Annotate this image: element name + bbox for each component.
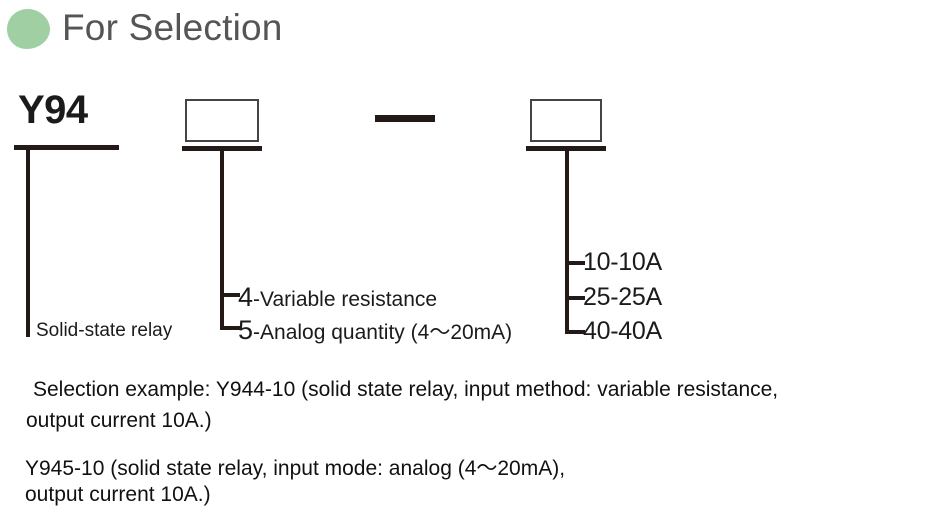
selection-example-2-line-2: output current 10A.)	[25, 483, 211, 506]
input-option-1-separator: -	[253, 288, 261, 311]
input-option-1-desc: Variable resistance	[260, 288, 438, 311]
code-separator-dash	[375, 115, 435, 122]
output-option-1: 10-10A	[583, 248, 662, 276]
page-title: For Selection	[62, 7, 283, 48]
output-current-underbar	[526, 146, 606, 151]
series-code-underbar	[14, 145, 119, 150]
input-option-tick-2	[220, 326, 240, 330]
series-code-label: Y94	[18, 88, 88, 132]
leaf-icon	[6, 8, 51, 50]
output-option-tick-3	[565, 330, 585, 334]
selection-example-1-line-2: output current 10A.)	[26, 409, 212, 432]
input-option-1-code: 4	[238, 282, 254, 312]
input-option-2-code: 5	[238, 315, 254, 345]
input-option-2: 5-Analog quantity (4～20mA)	[238, 315, 512, 346]
output-option-tick-1	[565, 261, 585, 265]
output-current-box[interactable]	[530, 99, 602, 142]
selection-example-1-line-1: Selection example: Y944-10 (solid state …	[33, 378, 779, 401]
output-option-2: 25-25A	[583, 283, 662, 311]
input-method-box[interactable]	[185, 99, 259, 142]
output-option-3: 40-40A	[583, 317, 662, 345]
input-method-leader-line	[220, 150, 224, 328]
input-option-1: 4-Variable resistance	[238, 282, 437, 313]
output-current-leader-line	[565, 150, 569, 332]
series-code-description: Solid-state relay	[36, 320, 173, 341]
input-option-2-separator: -	[253, 321, 261, 344]
input-option-2-desc: Analog quantity (4～20mA)	[260, 321, 513, 344]
input-option-tick-1	[220, 293, 240, 297]
input-method-underbar	[182, 146, 262, 151]
selection-example-2-line-1: Y945-10 (solid state relay, input mode: …	[25, 457, 566, 480]
series-code-leader-line	[26, 149, 30, 337]
page-header: For Selection	[0, 0, 927, 62]
output-option-tick-2	[565, 296, 585, 300]
